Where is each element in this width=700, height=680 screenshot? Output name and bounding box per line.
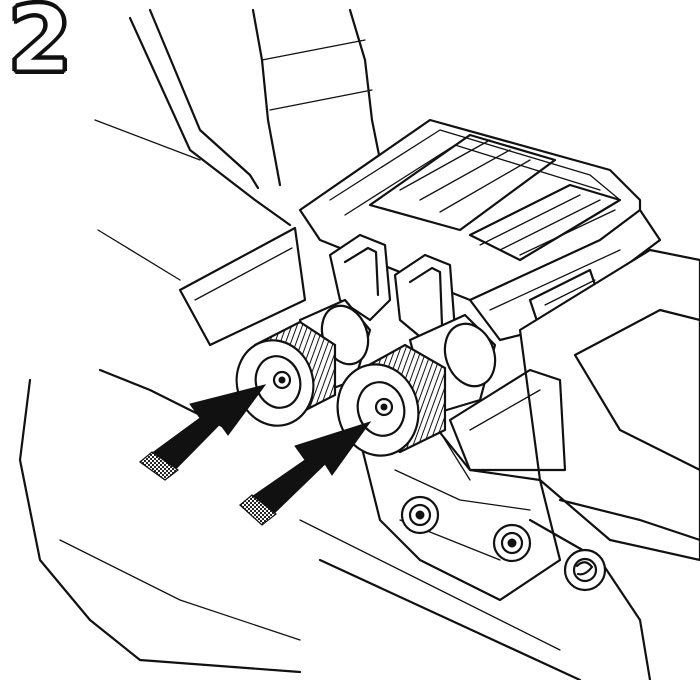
chassis-housing [18, 8, 382, 674]
step-number: 2 [6, 0, 73, 93]
screw-1 [400, 495, 440, 535]
arrow-right-up-icon [239, 421, 372, 526]
screw-3 [563, 548, 607, 592]
screw-2 [492, 523, 532, 563]
roller-frame [298, 118, 662, 342]
yoke-brackets [328, 233, 457, 347]
adjustment-knob-left [235, 320, 337, 427]
arrow-right-up-icon [139, 384, 267, 481]
